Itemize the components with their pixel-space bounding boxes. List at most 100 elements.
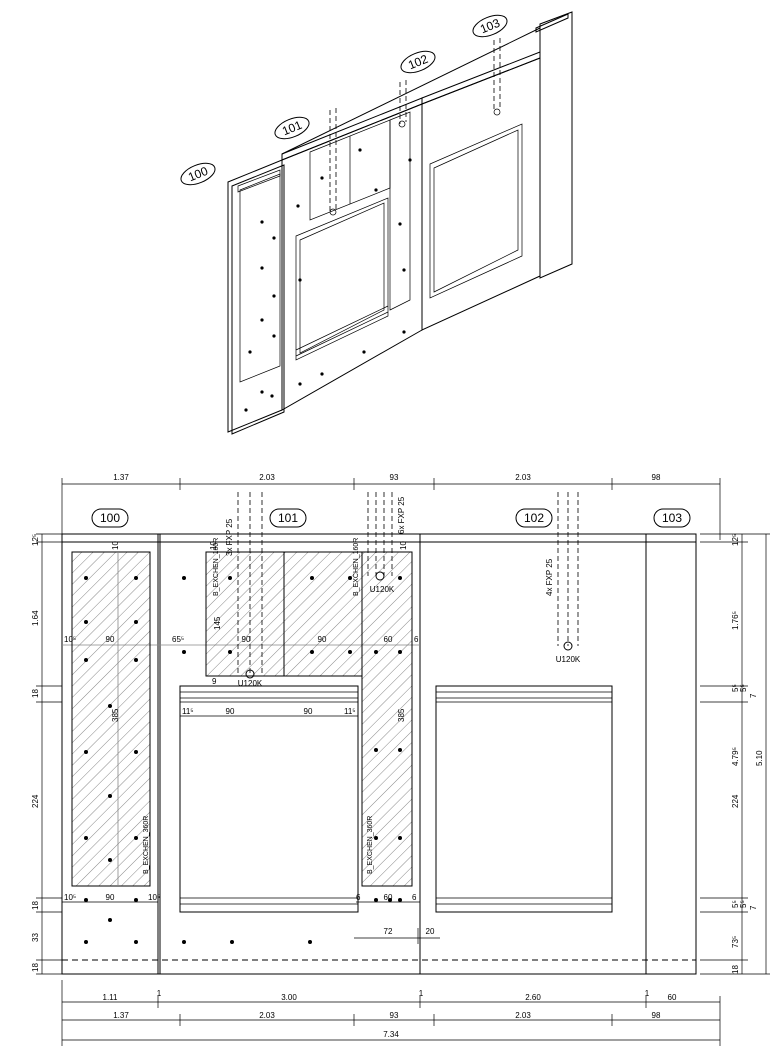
inner-dimensions: 10 10 10 10⁵ 90 65⁵ 90 90 60 6 145 9 11⁵… bbox=[62, 541, 440, 944]
dim-6a: 6 bbox=[414, 635, 419, 644]
dim-right-12: 73⁵ bbox=[731, 936, 740, 948]
elevation-view: 1.37 2.03 93 2.03 98 bbox=[31, 473, 770, 1046]
dim-385a: 385 bbox=[111, 708, 120, 722]
board-tag-2: B_EXCHEN_160R bbox=[353, 538, 360, 596]
board-left bbox=[71, 551, 151, 887]
panel-label-100: 100 bbox=[100, 511, 120, 525]
dim-10-5c: 10⁵ bbox=[148, 893, 160, 902]
hanger-label-1: U120K bbox=[238, 679, 263, 688]
dim-right-11: 7 bbox=[749, 905, 758, 910]
iso-label-101: 101 bbox=[280, 118, 304, 139]
board-right bbox=[361, 551, 413, 887]
dim-right-8: 224 bbox=[731, 794, 740, 808]
dim-bottom1-5: 2.60 bbox=[525, 993, 541, 1002]
top-dimension-chain: 1.37 2.03 93 2.03 98 bbox=[61, 473, 721, 540]
fastener-label-2: 6x FXP 25 bbox=[397, 496, 406, 534]
dim-90d: 90 bbox=[226, 707, 235, 716]
dim-90b: 90 bbox=[242, 635, 251, 644]
dim-90a: 90 bbox=[106, 635, 115, 644]
dim-left-4: 224 bbox=[31, 794, 40, 808]
board-top-middle bbox=[283, 551, 363, 677]
hanger-label-3: U120K bbox=[556, 655, 581, 664]
dim-bottom2-1: 1.37 bbox=[113, 1011, 129, 1020]
dim-right-3: 5⁵ bbox=[731, 684, 740, 692]
dim-bottom1-7: 60 bbox=[668, 993, 677, 1002]
dim-11-5b: 11⁵ bbox=[344, 707, 356, 716]
window-opening-101 bbox=[179, 685, 359, 913]
hanger-label-2: U120K bbox=[370, 585, 395, 594]
dim-top-2: 2.03 bbox=[259, 473, 275, 482]
dim-bottom2-4: 2.03 bbox=[515, 1011, 531, 1020]
dim-top-1: 1.37 bbox=[113, 473, 129, 482]
fastener-label-1: 3x FXP 25 bbox=[225, 518, 234, 556]
dim-top-3: 93 bbox=[390, 473, 399, 482]
dim-bottom2-2: 2.03 bbox=[259, 1011, 275, 1020]
dim-bottom2-3: 93 bbox=[390, 1011, 399, 1020]
iso-label-100: 100 bbox=[186, 164, 210, 185]
dim-top-5: 98 bbox=[652, 473, 661, 482]
dim-10a: 10 bbox=[111, 541, 120, 550]
elevation-panel-labels: 100 101 102 103 bbox=[91, 508, 691, 528]
dim-90f: 90 bbox=[106, 893, 115, 902]
dim-10-5b: 10⁵ bbox=[64, 893, 76, 902]
dim-90e: 90 bbox=[304, 707, 313, 716]
dim-10c: 10 bbox=[399, 541, 408, 550]
panel-label-103: 103 bbox=[662, 511, 682, 525]
dim-385b: 385 bbox=[397, 708, 406, 722]
dim-left-7: 18 bbox=[31, 963, 40, 972]
dim-right-7: 5.10 bbox=[755, 750, 764, 766]
dim-11-5a: 11⁵ bbox=[182, 707, 194, 716]
dim-left-1: 12⁵ bbox=[31, 534, 40, 546]
dim-total: 7.34 bbox=[383, 1030, 399, 1039]
left-dimension-chain: 12⁵ 1.64 18 224 18 33 18 bbox=[31, 533, 62, 975]
bottom-dimension-chains: 1.11 1 3.00 1 2.60 1 60 1.37 2.03 93 2.0… bbox=[61, 980, 721, 1046]
window-opening-102 bbox=[435, 685, 613, 913]
dim-72: 72 bbox=[384, 927, 393, 936]
dim-bottom1-4: 1 bbox=[419, 989, 424, 998]
dim-right-4: 5⁵ bbox=[739, 684, 748, 692]
dim-bottom1-6: 1 bbox=[645, 989, 650, 998]
board-tag-1: B_EXCHEN_160R bbox=[213, 538, 220, 596]
dim-right-6: 4.79⁵ bbox=[731, 747, 740, 766]
dim-bottom2-5: 98 bbox=[652, 1011, 661, 1020]
iso-label-102: 102 bbox=[406, 52, 430, 73]
iso-label-103: 103 bbox=[478, 16, 502, 37]
dim-left-3: 18 bbox=[31, 689, 40, 698]
board-tag-4: B_EXCHEN_360R bbox=[367, 816, 374, 874]
dim-left-6: 33 bbox=[31, 933, 40, 942]
board-top-left bbox=[205, 551, 285, 677]
iso-dots bbox=[244, 148, 412, 412]
dim-10-5a: 10⁵ bbox=[64, 635, 76, 644]
dim-145: 145 bbox=[213, 616, 222, 630]
dim-left-5: 18 bbox=[31, 901, 40, 910]
hanger-rods bbox=[237, 492, 579, 679]
dim-right-9: 5⁵ bbox=[731, 900, 740, 908]
dim-right-13: 18 bbox=[731, 965, 740, 974]
dim-top-4: 2.03 bbox=[515, 473, 531, 482]
dim-right-10: 5⁵ bbox=[739, 900, 748, 908]
dim-right-2: 1.76⁵ bbox=[731, 611, 740, 630]
dim-60b: 60 bbox=[384, 893, 393, 902]
dim-bottom1-2: 1 bbox=[157, 989, 162, 998]
dim-left-2: 1.64 bbox=[31, 610, 40, 626]
dim-60a: 60 bbox=[384, 635, 393, 644]
dim-10b: 10 bbox=[209, 541, 218, 550]
dim-90c: 90 bbox=[318, 635, 327, 644]
dim-right-5: 7 bbox=[749, 693, 758, 698]
dim-bottom1-1: 1.11 bbox=[103, 993, 119, 1002]
fixing-dots bbox=[84, 576, 402, 944]
iso-panel-labels: 100 101 102 103 bbox=[180, 14, 508, 186]
dim-right-1: 12⁵ bbox=[731, 534, 740, 546]
dim-bottom1-3: 3.00 bbox=[281, 993, 297, 1002]
fastener-label-3: 4x FXP 25 bbox=[545, 558, 554, 596]
isometric-view: 100 101 102 103 bbox=[180, 11, 573, 435]
panel-label-102: 102 bbox=[524, 511, 544, 525]
panel-label-101: 101 bbox=[278, 511, 298, 525]
dim-65-5: 65⁵ bbox=[172, 635, 184, 644]
dim-9: 9 bbox=[212, 677, 217, 686]
dim-20: 20 bbox=[426, 927, 435, 936]
dim-6c: 6 bbox=[412, 893, 417, 902]
right-dimension-chain: 12⁵ 1.76⁵ 5⁵ 5⁵ 7 4.79⁵ 5.10 224 5⁵ 5⁵ 7… bbox=[700, 533, 770, 975]
dim-6b: 6 bbox=[356, 893, 361, 902]
